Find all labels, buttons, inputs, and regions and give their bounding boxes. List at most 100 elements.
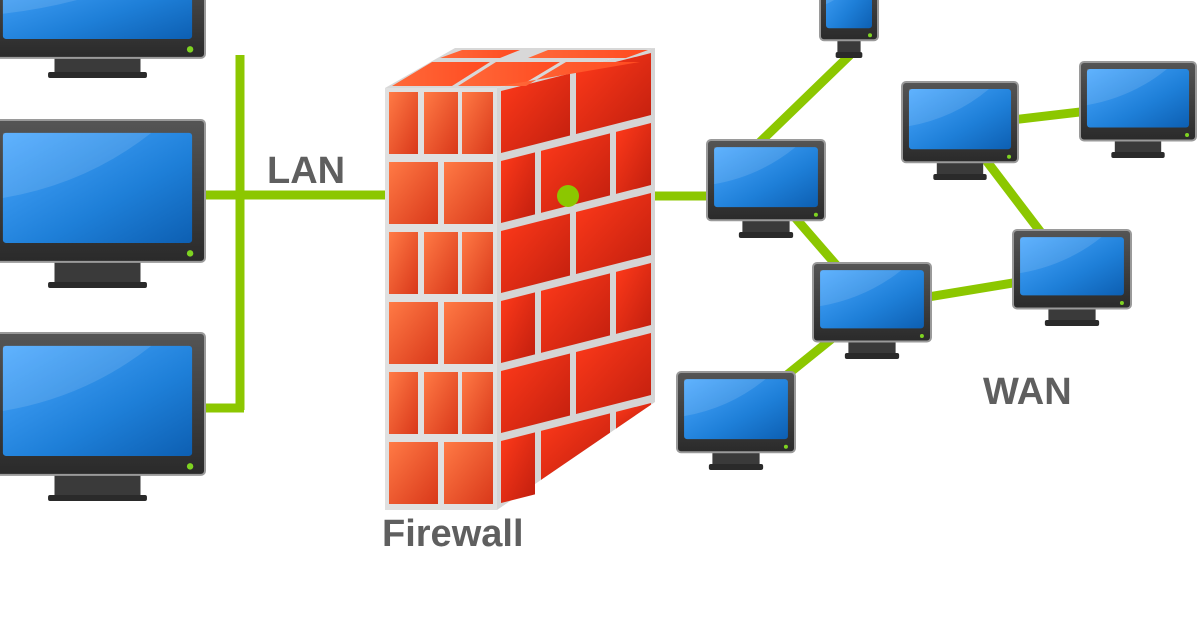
firewall-brick <box>576 53 651 134</box>
firewall-brick <box>501 152 535 223</box>
firewall-brick <box>501 73 570 153</box>
screen-glare <box>908 88 989 127</box>
firewall-brick <box>616 403 651 429</box>
monitor-stand <box>742 218 790 236</box>
firewall-brick <box>389 162 438 224</box>
firewall-brick <box>501 353 570 433</box>
firewall-brick <box>576 333 651 414</box>
monitor-stand <box>848 339 896 357</box>
monitor-screen <box>1020 237 1124 296</box>
firewall-brick <box>392 62 490 86</box>
firewall-brick <box>389 92 418 154</box>
firewall-brick <box>444 162 493 224</box>
screen-glare <box>684 379 766 417</box>
firewall-brick <box>444 302 493 364</box>
computer-monitor-icon <box>1012 229 1132 326</box>
power-led <box>186 46 194 53</box>
computer-monitor-icon <box>0 119 206 288</box>
firewall-brick <box>424 372 458 434</box>
power-led <box>186 463 194 470</box>
firewall-brick <box>500 62 640 86</box>
firewall-brick <box>424 92 458 154</box>
monitor-screen <box>684 379 788 440</box>
monitor-screen <box>826 0 872 29</box>
firewall-brick <box>462 92 493 154</box>
monitor-base <box>48 495 147 501</box>
monitor-screen <box>714 147 818 208</box>
firewall-brick <box>501 292 535 363</box>
monitor-stand <box>837 38 861 56</box>
monitor-stand <box>54 472 141 499</box>
monitor-screen <box>2 345 193 456</box>
firewall-wall <box>385 48 655 510</box>
monitor-base <box>933 174 987 180</box>
firewall-brick <box>389 372 418 434</box>
monitor-screen <box>820 270 924 329</box>
firewall-port <box>557 185 579 207</box>
firewall-brick <box>389 302 438 364</box>
monitor-base <box>48 282 147 288</box>
firewall-brick <box>576 193 651 274</box>
computer-monitor-icon <box>676 371 796 470</box>
computer-monitor-icon <box>706 139 826 238</box>
firewall-brick <box>528 50 648 58</box>
firewall-brick <box>541 413 610 480</box>
computer-monitor-icon <box>1079 61 1197 158</box>
power-led <box>1007 154 1012 159</box>
screen-glare <box>1020 237 1102 274</box>
screen-glare <box>2 0 78 14</box>
monitor-base <box>1111 152 1165 158</box>
screen-glare <box>2 132 152 199</box>
firewall-brick <box>458 62 560 86</box>
monitor-screen <box>908 88 1012 150</box>
monitor-screen <box>1086 68 1190 128</box>
monitor-stand <box>1048 306 1096 324</box>
monitor-stand <box>712 450 760 468</box>
screen-glare <box>2 345 152 412</box>
power-led <box>1185 133 1190 137</box>
monitor-screen <box>2 132 193 243</box>
monitor-base <box>708 464 764 470</box>
firewall-label: Firewall <box>382 513 524 555</box>
firewall-brick <box>440 50 520 58</box>
monitor-stand <box>1114 138 1162 156</box>
firewall-brick <box>616 123 651 194</box>
network-link <box>753 51 854 149</box>
computer-monitor-icon <box>901 81 1019 180</box>
firewall-brick <box>501 213 570 293</box>
firewall-brick <box>444 442 493 504</box>
computer-monitor-icon <box>819 0 879 58</box>
firewall-brick <box>462 232 493 294</box>
computer-monitor-icon <box>0 0 206 78</box>
monitor-base <box>835 52 863 58</box>
wan-label: WAN <box>983 371 1072 413</box>
monitor-stand <box>936 160 984 178</box>
firewall-brick <box>462 372 493 434</box>
monitor-base <box>48 72 147 78</box>
power-led <box>186 250 194 257</box>
screen-glare <box>1086 68 1167 106</box>
computer-monitor-icon <box>0 332 206 501</box>
firewall-brick <box>389 442 438 504</box>
firewall-brick <box>616 263 651 334</box>
monitor-stand <box>54 55 141 76</box>
power-led <box>1119 300 1124 305</box>
nodes-layer <box>0 0 1197 501</box>
screen-glare <box>820 270 902 307</box>
computer-monitor-icon <box>812 262 932 359</box>
firewall-brick <box>389 232 418 294</box>
power-led <box>868 33 872 38</box>
monitor-base <box>738 232 794 238</box>
power-led <box>919 333 924 338</box>
monitor-base <box>1044 320 1100 326</box>
firewall-brick <box>541 273 610 353</box>
screen-glare <box>826 0 834 5</box>
monitor-base <box>844 353 900 359</box>
lan-label: LAN <box>267 150 346 192</box>
firewall-brick <box>501 432 535 503</box>
monitor-screen <box>2 0 193 39</box>
power-led <box>813 212 818 217</box>
screen-glare <box>714 147 796 185</box>
